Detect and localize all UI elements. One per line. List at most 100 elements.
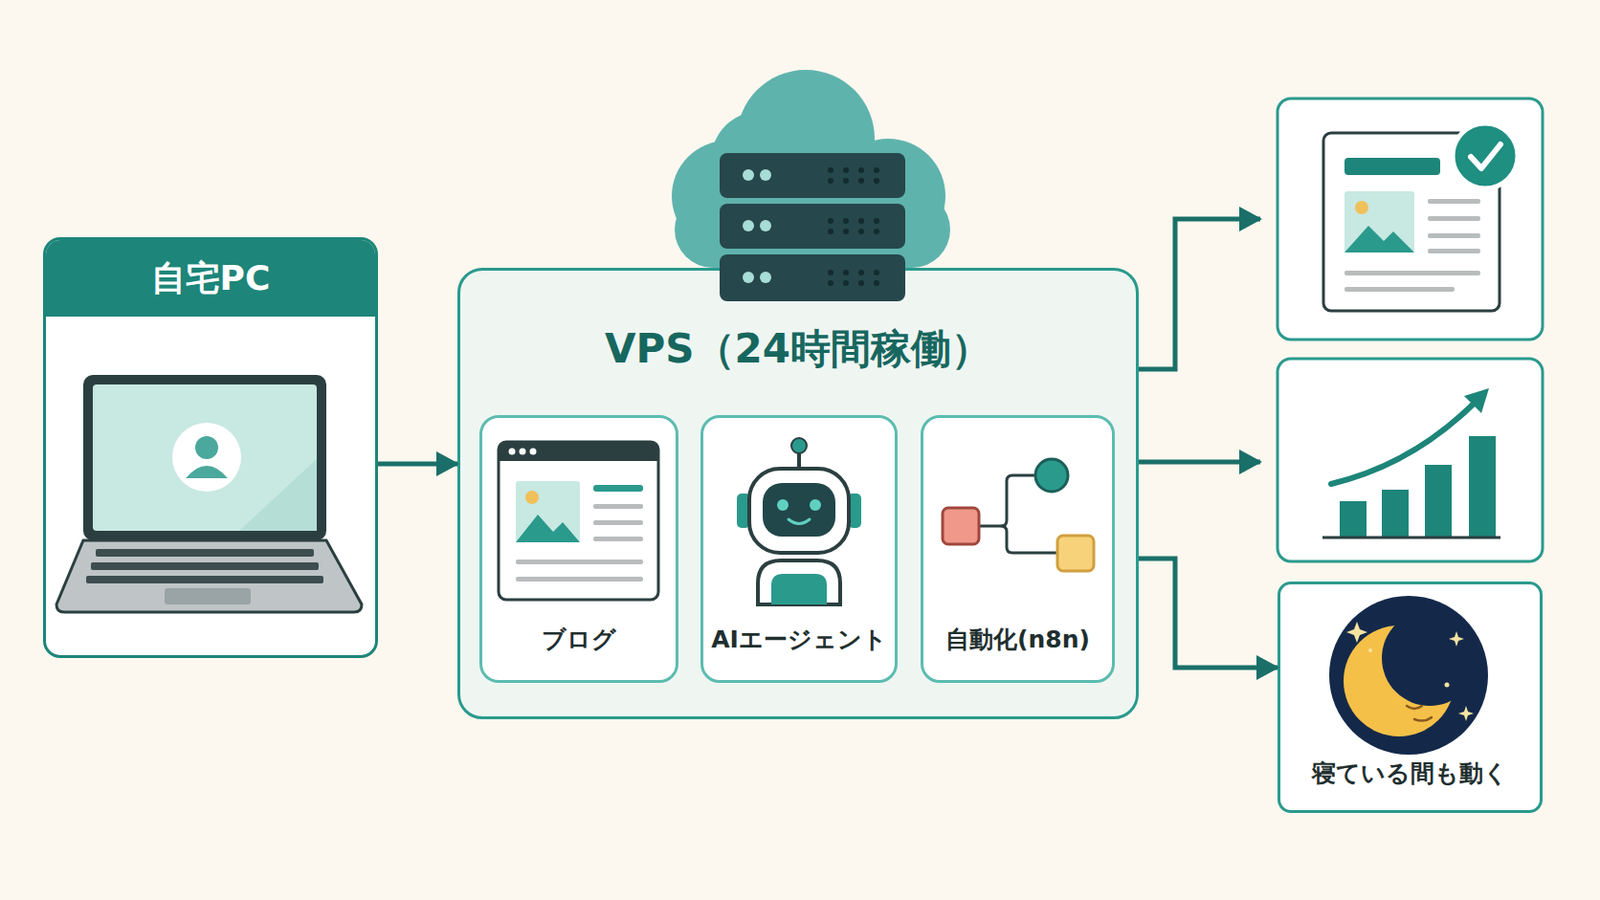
article-box [1427, 199, 1481, 204]
server-stack [827, 167, 834, 174]
laptop-icon [56, 540, 362, 613]
laptop-icon [195, 436, 219, 460]
moon-icon [1381, 610, 1478, 707]
article-box [1323, 133, 1500, 312]
server-stack [827, 269, 834, 276]
article-box [1344, 199, 1481, 292]
workflow-icon [1035, 459, 1068, 492]
server-stack [843, 177, 849, 184]
cloud-shape [711, 111, 811, 211]
browser-icon [515, 514, 580, 543]
server-stack [759, 220, 772, 232]
moon-icon [1329, 596, 1489, 756]
server-stack [858, 218, 865, 224]
cloud-shape [674, 191, 951, 268]
robot-icon [757, 560, 841, 605]
moon-icon [1458, 706, 1474, 722]
browser-icon [593, 536, 644, 542]
workflow-icon [1000, 526, 1058, 554]
moon-icon [1346, 622, 1368, 644]
browser-icon [509, 448, 516, 456]
moon-icon [1368, 648, 1373, 653]
cloud-shape [736, 69, 875, 208]
server-stack [873, 269, 880, 276]
growth-chart-box [1468, 436, 1496, 538]
laptop-icon [172, 422, 242, 492]
output-arrow [1138, 219, 1261, 463]
node-label: VPS（24時間稼働） [460, 322, 1136, 377]
robot-icon [809, 499, 822, 512]
server-stack [719, 153, 906, 302]
server-stack [858, 177, 865, 184]
server-stack [858, 280, 865, 287]
server-stack [742, 220, 755, 232]
laptop-icon [95, 549, 314, 557]
article-box [1452, 123, 1518, 189]
browser-icon [593, 520, 644, 526]
device-box: 自宅PC [43, 237, 378, 659]
server-stack [827, 167, 880, 287]
laptop-icon [86, 549, 324, 584]
workflow-icon [978, 475, 1036, 527]
server-stack [759, 271, 772, 284]
output-arrow [1138, 460, 1261, 466]
robot-icon [847, 493, 862, 529]
growth-chart-box [1339, 501, 1367, 538]
robot-icon [762, 483, 836, 537]
laptop-icon [83, 375, 327, 541]
robot-icon [791, 438, 807, 454]
browser-icon [593, 504, 644, 510]
article-box [1344, 225, 1415, 253]
laptop-icon [86, 576, 324, 584]
growth-chart-box [1381, 489, 1409, 538]
server-stack [873, 280, 880, 287]
robot-icon [736, 493, 751, 529]
article-box [1470, 144, 1501, 169]
service-box: 自動化(n8n) [920, 415, 1115, 684]
growth-chart-box [1464, 388, 1489, 414]
server-stack [742, 169, 772, 284]
server-stack [858, 167, 865, 174]
moon-icon [1444, 683, 1450, 689]
server-stack [719, 254, 906, 302]
server-stack [873, 228, 880, 235]
browser-icon [525, 490, 539, 505]
output-arrow [1138, 219, 1261, 370]
growth-chart-box [1331, 403, 1474, 485]
robot-icon [771, 574, 827, 605]
cloud-shape [830, 138, 946, 254]
laptop-icon [164, 588, 251, 605]
server-stack [843, 218, 849, 224]
laptop-icon [92, 384, 317, 532]
flow-arrow [377, 462, 458, 467]
server-stack [843, 167, 849, 174]
laptop-icon [239, 459, 317, 532]
server-stack [742, 271, 755, 284]
article-box [1277, 98, 1543, 340]
growth-chart-box [1322, 536, 1501, 540]
server-stack [858, 228, 865, 235]
server-stack [827, 177, 834, 184]
workflow-icon [942, 508, 979, 545]
node-label: 自宅PC [45, 240, 376, 317]
browser-icon [515, 577, 644, 582]
server-stack [843, 280, 849, 287]
article-box [1344, 270, 1481, 276]
article-box [1427, 248, 1481, 254]
moon-icon [1448, 631, 1465, 647]
server-stack [827, 280, 834, 287]
node-label: ブログ [486, 623, 672, 656]
robot-icon [736, 438, 862, 605]
server-stack [873, 177, 880, 184]
moon-icon [1406, 706, 1423, 710]
workflow-icon [942, 459, 1094, 572]
robot-icon [797, 449, 801, 471]
robot-icon [777, 499, 789, 512]
article-box [1344, 287, 1455, 292]
article-box [1277, 98, 1543, 340]
node-label: AIエージェント [707, 623, 891, 656]
growth-chart-box [1277, 358, 1543, 562]
browser-icon [498, 442, 659, 462]
node-label: 寝ている間も動く [1284, 757, 1536, 790]
